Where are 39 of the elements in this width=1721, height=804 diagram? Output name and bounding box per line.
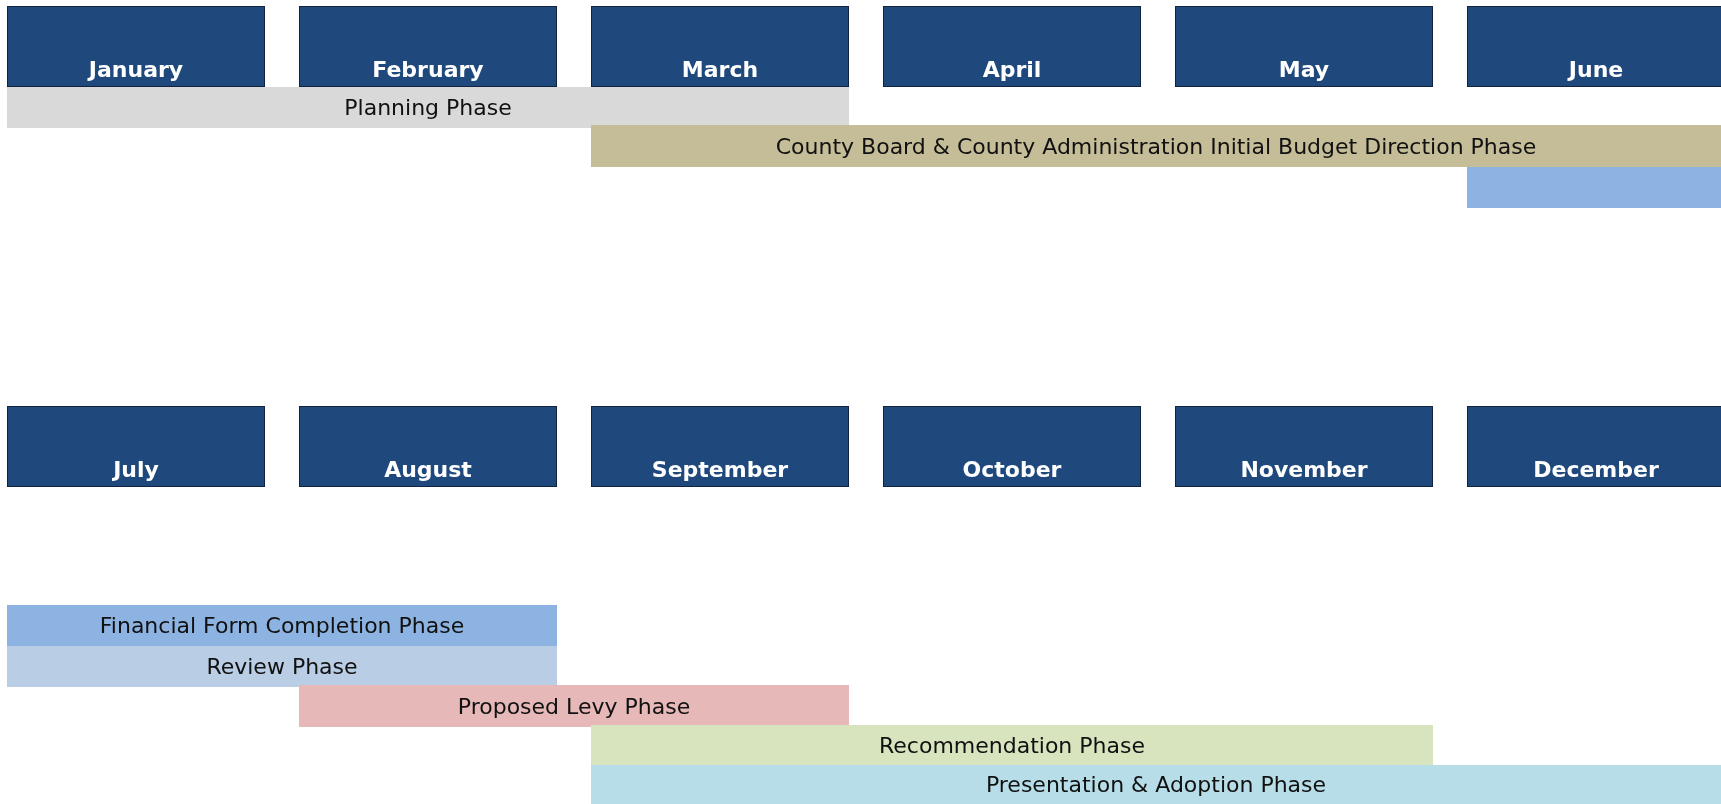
month-header: [1467, 6, 1721, 87]
phase-bar: [7, 87, 849, 128]
month-label: December: [1533, 457, 1659, 482]
phase-label: Proposed Levy Phase: [457, 693, 691, 719]
month-label: September: [651, 457, 789, 482]
month-header: [1467, 406, 1721, 487]
month-header: [299, 406, 557, 487]
phase-label: Planning Phase: [344, 95, 512, 120]
phase-label: Financial Form Completion Phase: [99, 613, 465, 638]
month-header: [883, 6, 1141, 87]
phase-bar: [299, 685, 849, 727]
month-label: June: [1568, 57, 1624, 82]
month-label: May: [1278, 57, 1330, 82]
month-header: [299, 6, 557, 87]
month-header: [591, 406, 849, 487]
phase-label: Recommendation Phase: [879, 733, 1145, 758]
month-label: July: [113, 457, 159, 482]
month-label: January: [88, 57, 184, 82]
phase-label: Review Phase: [206, 654, 358, 679]
month-header: [1175, 6, 1433, 87]
phase-label: Presentation & Adoption Phase: [985, 772, 1327, 797]
empty-phase-bar: [1467, 167, 1721, 208]
month-header: [7, 406, 265, 487]
phase-bar: [591, 765, 1721, 804]
month-label: November: [1240, 457, 1368, 482]
month-header: [591, 6, 849, 87]
month-label: February: [372, 57, 484, 82]
phase-bar: [7, 605, 557, 646]
phase-label: County Board & County Administration Initial Budget Direction Phase: [775, 133, 1537, 159]
phase-bar: [591, 725, 1433, 766]
phase-bar: [7, 646, 557, 687]
month-header: [883, 406, 1141, 487]
month-header: [1175, 406, 1433, 487]
month-label: October: [962, 457, 1062, 482]
month-label: August: [384, 457, 472, 482]
month-label: April: [982, 57, 1042, 82]
phase-bar: [591, 125, 1721, 167]
month-header: [7, 6, 265, 87]
month-label: March: [681, 57, 759, 82]
